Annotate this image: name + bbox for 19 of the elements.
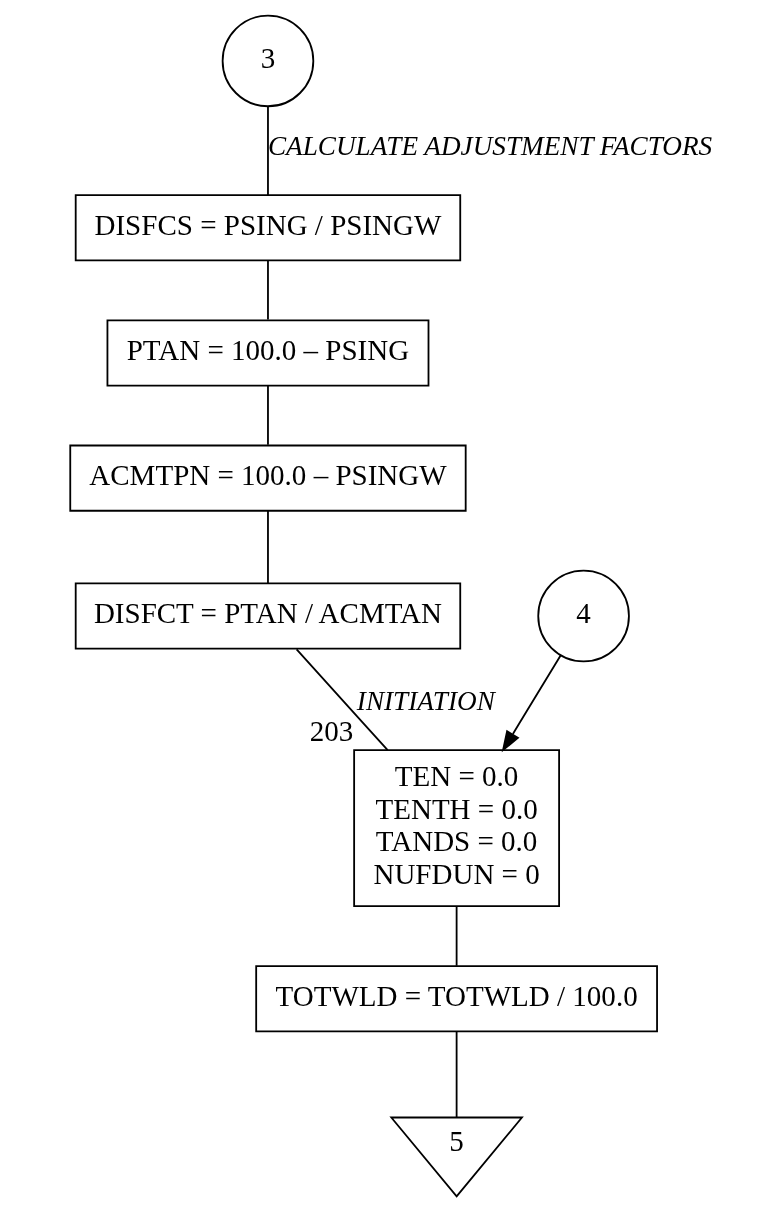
connector	[266, 105, 269, 196]
node-box: ACMTPN = 100.0 – PSINGW	[68, 444, 467, 512]
node-box: TEN = 0.0 TENTH = 0.0 TANDS = 0.0 NUFDUN = 0	[352, 749, 560, 908]
connector	[455, 905, 457, 967]
connector	[266, 510, 269, 585]
node-box: DISFCS = PSING / PSINGW	[74, 194, 461, 262]
edge-label: CALCULATE ADJUSTMENT FACTORS	[267, 131, 712, 162]
connector	[266, 385, 269, 446]
connector	[266, 260, 269, 321]
connector	[455, 1031, 457, 1119]
node-circle: 3	[221, 14, 314, 108]
node-label: 203	[309, 714, 353, 747]
node-box: TOTWLD = TOTWLD / 100.0	[254, 965, 658, 1033]
node-circle: 4	[536, 569, 630, 663]
node-box: PTAN = 100.0 – PSING	[106, 319, 429, 387]
edge-label: INITIATION	[356, 686, 495, 717]
connector	[295, 648, 389, 752]
arrow	[501, 654, 561, 753]
node-box: DISFCT = PTAN / ACMTAN	[74, 582, 461, 650]
